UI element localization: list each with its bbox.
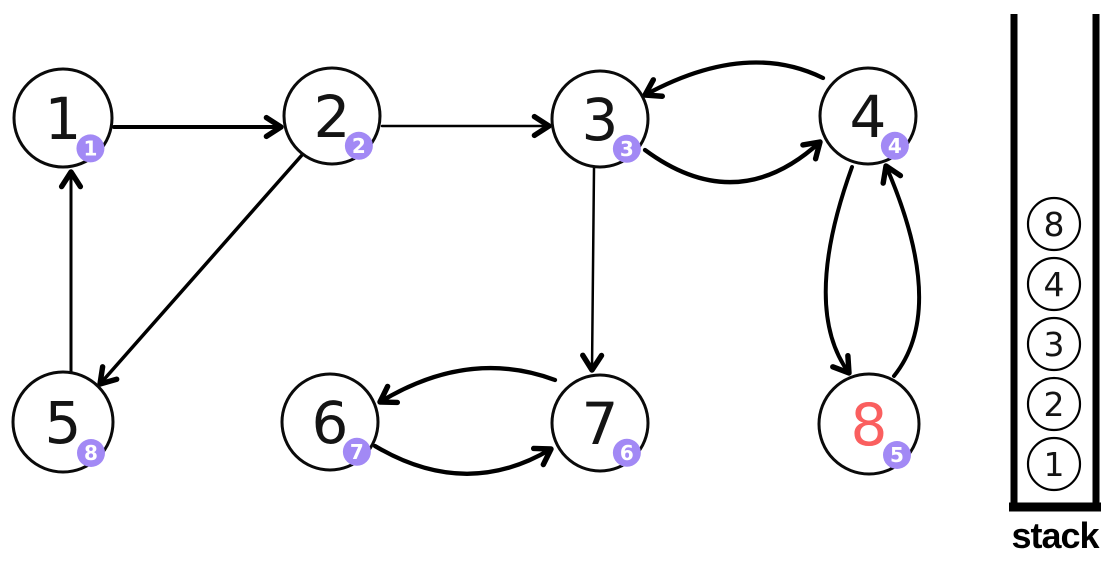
stack-item-3: 3 (1026, 316, 1082, 372)
visit-order-badge-5 (77, 439, 105, 467)
stack-item-label-3: 3 (1044, 325, 1065, 364)
visit-order-badge-3 (612, 134, 641, 163)
edge-4-to-3 (642, 60, 826, 99)
stack-item-1: 1 (1026, 436, 1082, 492)
edge-3-to-7 (580, 166, 605, 373)
stack-item-circle-2 (1026, 376, 1082, 432)
edge-4-to-8 (823, 165, 854, 376)
node-label-7: 7 (582, 390, 619, 458)
node-label-2: 2 (314, 83, 351, 151)
node-label-3: 3 (582, 86, 619, 154)
visit-order-badge-2 (344, 131, 373, 160)
stack-item-label-4: 4 (1044, 265, 1065, 304)
visit-order-badge-6 (342, 437, 371, 466)
stack-item-8: 8 (1026, 196, 1082, 252)
node-label-6: 6 (312, 389, 349, 457)
visit-order-badge-8 (883, 441, 911, 469)
node-label-5: 5 (45, 389, 82, 457)
visit-order-badge-label-2: 2 (352, 134, 366, 158)
stack-item-label-2: 2 (1044, 385, 1065, 424)
stack-label: stack (1011, 515, 1100, 556)
stack-item-circle-4 (1026, 256, 1082, 312)
visit-order-badge-1 (76, 134, 105, 163)
visit-order-badge-4 (880, 131, 909, 160)
stack-item-label-8: 8 (1044, 205, 1065, 244)
node-label-8: 8 (851, 391, 888, 459)
edge-8-to-4 (880, 163, 922, 378)
stack-item-circle-1 (1026, 436, 1082, 492)
stack-item-circle-3 (1026, 316, 1082, 372)
visit-order-badge-label-5: 8 (84, 441, 98, 465)
visit-order-badge-label-7: 6 (620, 441, 634, 465)
node-label-4: 4 (850, 83, 887, 151)
visit-order-badge-label-1: 1 (83, 137, 97, 161)
stack-items: 8 4 3 2 1 (1026, 196, 1082, 492)
stack-item-2: 2 (1026, 376, 1082, 432)
visit-order-badge-label-6: 7 (350, 440, 364, 464)
stack-item-circle-8 (1026, 196, 1082, 252)
edge-7-to-6 (377, 365, 558, 406)
stack-item-label-1: 1 (1044, 445, 1065, 484)
visit-order-badge-label-4: 4 (888, 134, 902, 158)
visit-order-badge-7 (612, 438, 641, 467)
edge-2-to-5 (97, 153, 304, 387)
edge-6-to-7 (372, 443, 554, 476)
visit-order-badge-label-8: 5 (890, 443, 904, 467)
edge-3-to-4 (642, 139, 823, 185)
stack-item-4: 4 (1026, 256, 1082, 312)
visit-order-badge-label-3: 3 (620, 137, 634, 161)
stack-panel: 8 4 3 2 1 stack (1009, 14, 1102, 556)
node-label-1: 1 (45, 85, 82, 153)
edges-layer (58, 60, 922, 476)
